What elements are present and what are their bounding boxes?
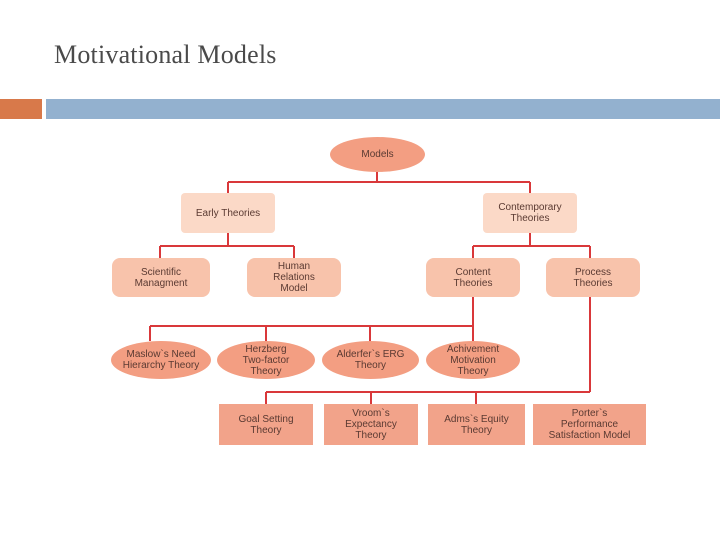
accent-bar-blue [46,99,720,119]
slide-title: Motivational Models [54,40,277,69]
node-process-theories: Process Theories [546,258,640,297]
node-vroom-theory: Vroom`s Expectancy Theory [324,404,418,445]
accent-bar-orange [0,99,42,119]
node-maslow-theory: Maslow`s Need Hierarchy Theory [111,341,211,379]
node-alderfer-theory: Alderfer`s ERG Theory [322,341,419,379]
node-scientific-management: Scientific Managment [112,258,210,297]
node-herzberg-theory: Herzberg Two-factor Theory [217,341,315,379]
node-porter-model: Porter`s Performance Satisfaction Model [533,404,646,445]
node-adams-equity-theory: Adms`s Equity Theory [428,404,525,445]
node-contemporary-theories: Contemporary Theories [483,193,577,233]
node-human-relations-model: Human Relations Model [247,258,341,297]
node-early-theories: Early Theories [181,193,275,233]
node-content-theories: Content Theories [426,258,520,297]
node-achievement-theory: Achivement Motivation Theory [426,341,520,379]
node-goal-setting-theory: Goal Setting Theory [219,404,313,445]
node-models: Models [330,137,425,172]
